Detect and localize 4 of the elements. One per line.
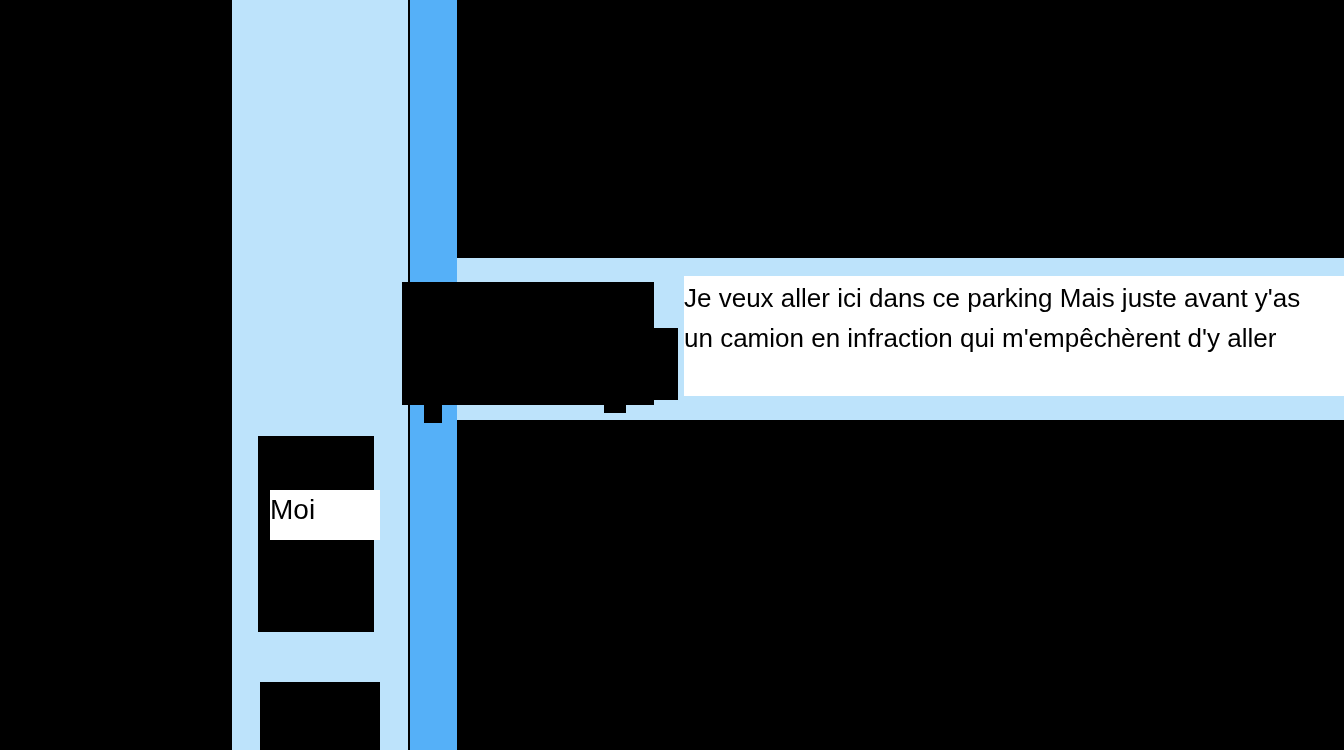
note-text: Je veux aller ici dans ce parking Mais juste avant y'as un camion en infraction qui m'empêchèrent d'y aller	[684, 282, 1302, 355]
note-box	[684, 276, 1344, 396]
parked-car	[260, 682, 380, 750]
car-label: Moi	[270, 490, 380, 540]
